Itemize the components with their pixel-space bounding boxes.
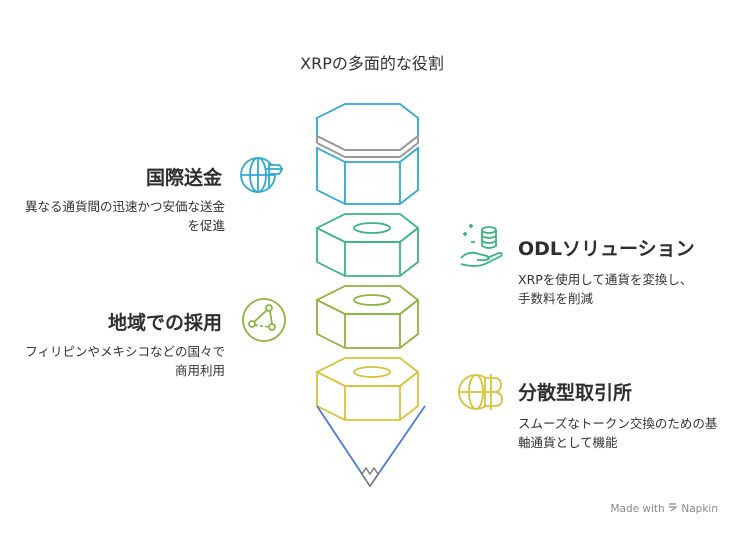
desc-odl-solution: XRPを使用して通貨を変換し、手数料を削減: [518, 272, 693, 306]
segment-decentralized-exchange: [314, 357, 420, 421]
napkin-logo-icon: [668, 502, 678, 515]
made-with-napkin-watermark[interactable]: Made with Napkin: [610, 502, 718, 515]
desc-international-remittance: 異なる通貨間の迅速かつ安価な送金を促進: [25, 199, 226, 233]
pencil-stack: [314, 103, 426, 488]
desc-regional-adoption: フィリピンやメキシコなどの国々で商用利用: [25, 344, 225, 378]
segment-odl-solution: [314, 213, 420, 277]
heading-regional-adoption: 地域での採用: [107, 312, 222, 334]
coins-hand-icon: [460, 224, 503, 267]
desc-decentralized-exchange: スムーズなトークン交換のための基軸通貨として機能: [518, 416, 718, 450]
segment-international-remittance: [314, 103, 420, 205]
heading-international-remittance: 国際送金: [145, 167, 222, 189]
diagram-title: XRPの多面的な役割: [300, 54, 444, 73]
segment-regional-adoption: [314, 285, 420, 349]
network-icon: [242, 298, 286, 342]
pencil-tip: [316, 405, 426, 488]
footer-label: Made with: [610, 503, 665, 515]
globe-icon: [240, 157, 283, 193]
footer-brand: Napkin: [681, 503, 718, 515]
baht-icon: [458, 374, 503, 410]
heading-decentralized-exchange: 分散型取引所: [518, 382, 633, 404]
heading-odl-solution: ODLソリューション: [518, 238, 695, 260]
